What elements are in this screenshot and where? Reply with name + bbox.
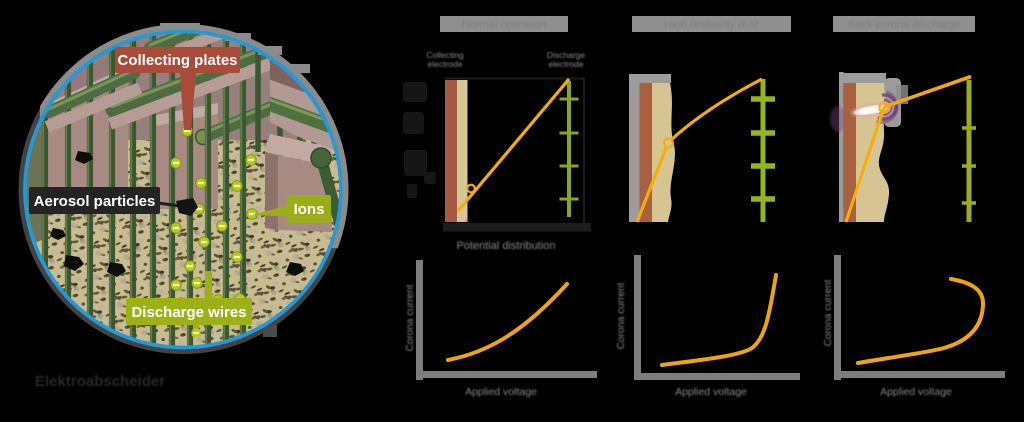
svg-text:electrode: electrode <box>428 59 463 69</box>
svg-text:Discharge: Discharge <box>547 50 586 60</box>
svg-text:Normal operation: Normal operation <box>462 19 546 31</box>
svg-text:Applied voltage: Applied voltage <box>465 386 537 398</box>
svg-text:Collecting plates: Collecting plates <box>117 52 237 69</box>
svg-text:Back corona discharge: Back corona discharge <box>848 19 960 31</box>
svg-text:Corona current: Corona current <box>823 279 834 346</box>
svg-text:Elektroabscheider: Elektroabscheider <box>35 373 165 390</box>
svg-text:Collecting: Collecting <box>426 50 464 60</box>
svg-text:electrode: electrode <box>549 59 584 69</box>
svg-text:Corona current: Corona current <box>405 284 416 351</box>
svg-text:Potential distribution: Potential distribution <box>456 240 555 252</box>
svg-text:Corona current: Corona current <box>616 282 627 349</box>
svg-text:Ions: Ions <box>294 201 325 218</box>
svg-text:Discharge wires: Discharge wires <box>131 304 246 321</box>
svg-text:Applied voltage: Applied voltage <box>675 386 747 398</box>
svg-text:High resistivity dust: High resistivity dust <box>664 19 759 31</box>
svg-text:Aerosol particles: Aerosol particles <box>34 193 156 210</box>
svg-text:Applied voltage: Applied voltage <box>880 386 952 398</box>
